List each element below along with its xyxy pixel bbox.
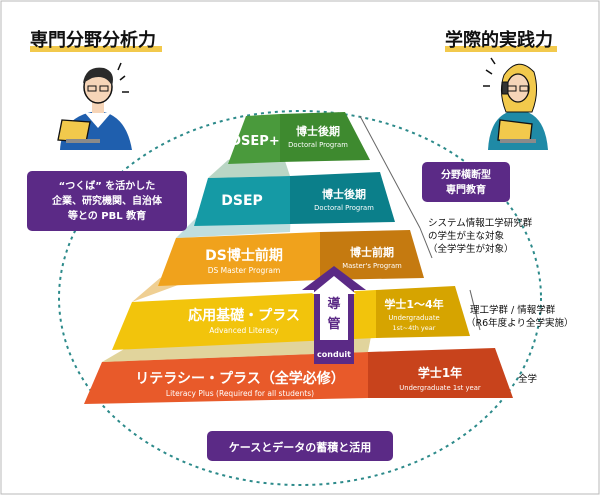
left-box-line-1: “つくば” を活かした [59, 179, 156, 192]
conduit-label: conduit [317, 350, 351, 359]
bottom-case-data-box: ケースとデータの蓄積と活用 [207, 431, 393, 461]
man-with-laptop-icon [57, 62, 132, 150]
bracket-grad-top [359, 115, 421, 229]
literacy-subtitle: Literacy Plus (Required for all students… [166, 389, 314, 398]
conduit-char-2: 管 [327, 316, 340, 332]
ds-master-subtitle: DS Master Program [208, 266, 281, 275]
dsep-right-title: 博士後期 [322, 187, 366, 201]
right-box-line-2: 専門教育 [446, 183, 486, 196]
left-box-line-3: 等との PBL 教育 [68, 209, 146, 222]
right-heading-underline [445, 46, 557, 52]
literacy-right-title: 学士1年 [418, 365, 462, 380]
bracket-grad-bottom [419, 227, 433, 259]
left-heading: 専門分野分析力 [30, 29, 156, 51]
advanced-right-subtitle: Undergraduate [388, 314, 439, 322]
left-heading-underline [30, 46, 162, 52]
undergrad-annotation-line-2: （R6年度より全学実施） [466, 317, 573, 329]
literacy-title: リテラシー・プラス（全学必修） [135, 370, 344, 387]
right-specialized-box: 分野横断型 専門教育 [422, 162, 510, 202]
ds-master-title: DS博士前期 [205, 247, 283, 264]
conduit-char-1: 導 [327, 296, 340, 312]
ds-master-right-subtitle: Master's Program [342, 262, 402, 270]
dashed-circle [58, 110, 542, 486]
advanced-right-title: 学士1～4年 [384, 297, 443, 311]
right-heading: 学際的実践力 [445, 29, 553, 51]
bracket-undergrad [469, 289, 481, 331]
level-literacy: リテラシー・プラス（全学必修） Literacy Plus (Required … [84, 348, 513, 404]
advanced-right-subtitle-2: 1st~4th year [393, 324, 436, 332]
dsep-title: DSEP [221, 193, 263, 209]
dsep-plus-title: DSEP+ [230, 134, 279, 149]
left-pbl-box: “つくば” を活かした 企業、研究機関、自治体 等との PBL 教育 [27, 171, 187, 231]
advanced-subtitle: Advanced Literacy [209, 326, 279, 335]
dsep-right-subtitle: Doctoral Program [314, 204, 374, 212]
right-box-line-1: 分野横断型 [441, 168, 491, 181]
grad-annotation-line-3: （全学学生が対象） [428, 243, 514, 255]
conduit-arrow-icon: 導 管 conduit [302, 266, 366, 364]
ds-master-right-title: 博士前期 [350, 245, 394, 259]
literacy-right-subtitle: Undergraduate 1st year [399, 384, 481, 392]
grad-annotation-line-2: の学生が主な対象 [428, 230, 505, 242]
advanced-title: 応用基礎・プラス [188, 307, 300, 324]
left-box-line-2: 企業、研究機関、自治体 [51, 194, 163, 207]
level-ds-master: DS博士前期 DS Master Program 博士前期 Master's P… [158, 230, 424, 286]
bottom-box-label: ケースとデータの蓄積と活用 [229, 440, 371, 454]
level-dsep-plus: DSEP+ 博士後期 Doctoral Program [228, 112, 370, 164]
dsep-plus-right-title: 博士後期 [296, 124, 340, 138]
level-advanced: 応用基礎・プラス Advanced Literacy 学士1～4年 Underg… [112, 286, 470, 350]
all-annotation: 全学 [518, 373, 537, 385]
woman-with-laptop-and-phone-icon [483, 57, 548, 150]
dsep-plus-right-subtitle: Doctoral Program [288, 141, 348, 149]
level-dsep: DSEP 博士後期 Doctoral Program [194, 172, 395, 226]
undergrad-annotation-line-1: 理工学群 / 情報学群 [470, 304, 556, 316]
grad-annotation-line-1: システム情報工学研究群 [428, 217, 533, 229]
